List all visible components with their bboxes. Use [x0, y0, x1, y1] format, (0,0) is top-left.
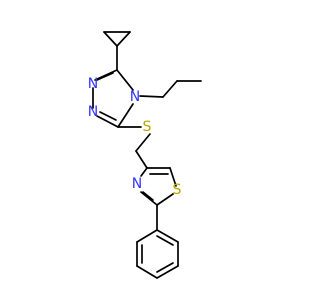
- molecule-structure: N N N S N S: [88, 31, 202, 279]
- bond-phenyl-6-double: [156, 235, 174, 246]
- bond-c3-n2: [94, 69, 118, 81]
- atom-s-thioether: S: [143, 119, 152, 135]
- bond-phenyl-4: [156, 265, 179, 279]
- atom-n-triazole-2: N: [88, 76, 98, 92]
- bond-cyclopropyl-3: [116, 31, 131, 47]
- bond-n1-c5: [96, 115, 119, 128]
- bond-n3-c4-thiazole: [140, 167, 148, 177]
- bond-n4-c3: [116, 69, 134, 91]
- bond-cyclopropyl-1: [103, 31, 118, 47]
- bond-phenyl-6: [156, 229, 179, 243]
- atom-n-triazole-4: N: [130, 89, 140, 105]
- bond-c5-s-thiazole: [169, 167, 177, 187]
- bond-phenyl-3: [136, 265, 158, 279]
- atom-n-thiazole: N: [132, 176, 142, 192]
- bond-c2-n3-thiazole: [140, 191, 158, 206]
- atom-s-thiazole: S: [173, 182, 182, 198]
- bond-s-c2-thiazole: [156, 193, 174, 206]
- bond-propyl-2: [162, 80, 178, 98]
- bond-c5-n4: [117, 103, 134, 128]
- bond-s-ch2: [135, 133, 151, 152]
- bond-propyl-1: [139, 95, 164, 98]
- bond-c2-n3-thiazole-double: [142, 191, 154, 201]
- atom-n-triazole-1: N: [88, 104, 98, 120]
- bonds: [92, 31, 202, 279]
- bond-phenyl-4-double: [156, 262, 174, 273]
- bond-ch2-thiazole: [135, 150, 148, 169]
- atom-labels: N N N S N S: [88, 76, 182, 198]
- bond-phenyl-1: [136, 229, 158, 243]
- bond-c3-n2-double: [96, 72, 114, 81]
- bond-n1-c5-double: [99, 111, 117, 121]
